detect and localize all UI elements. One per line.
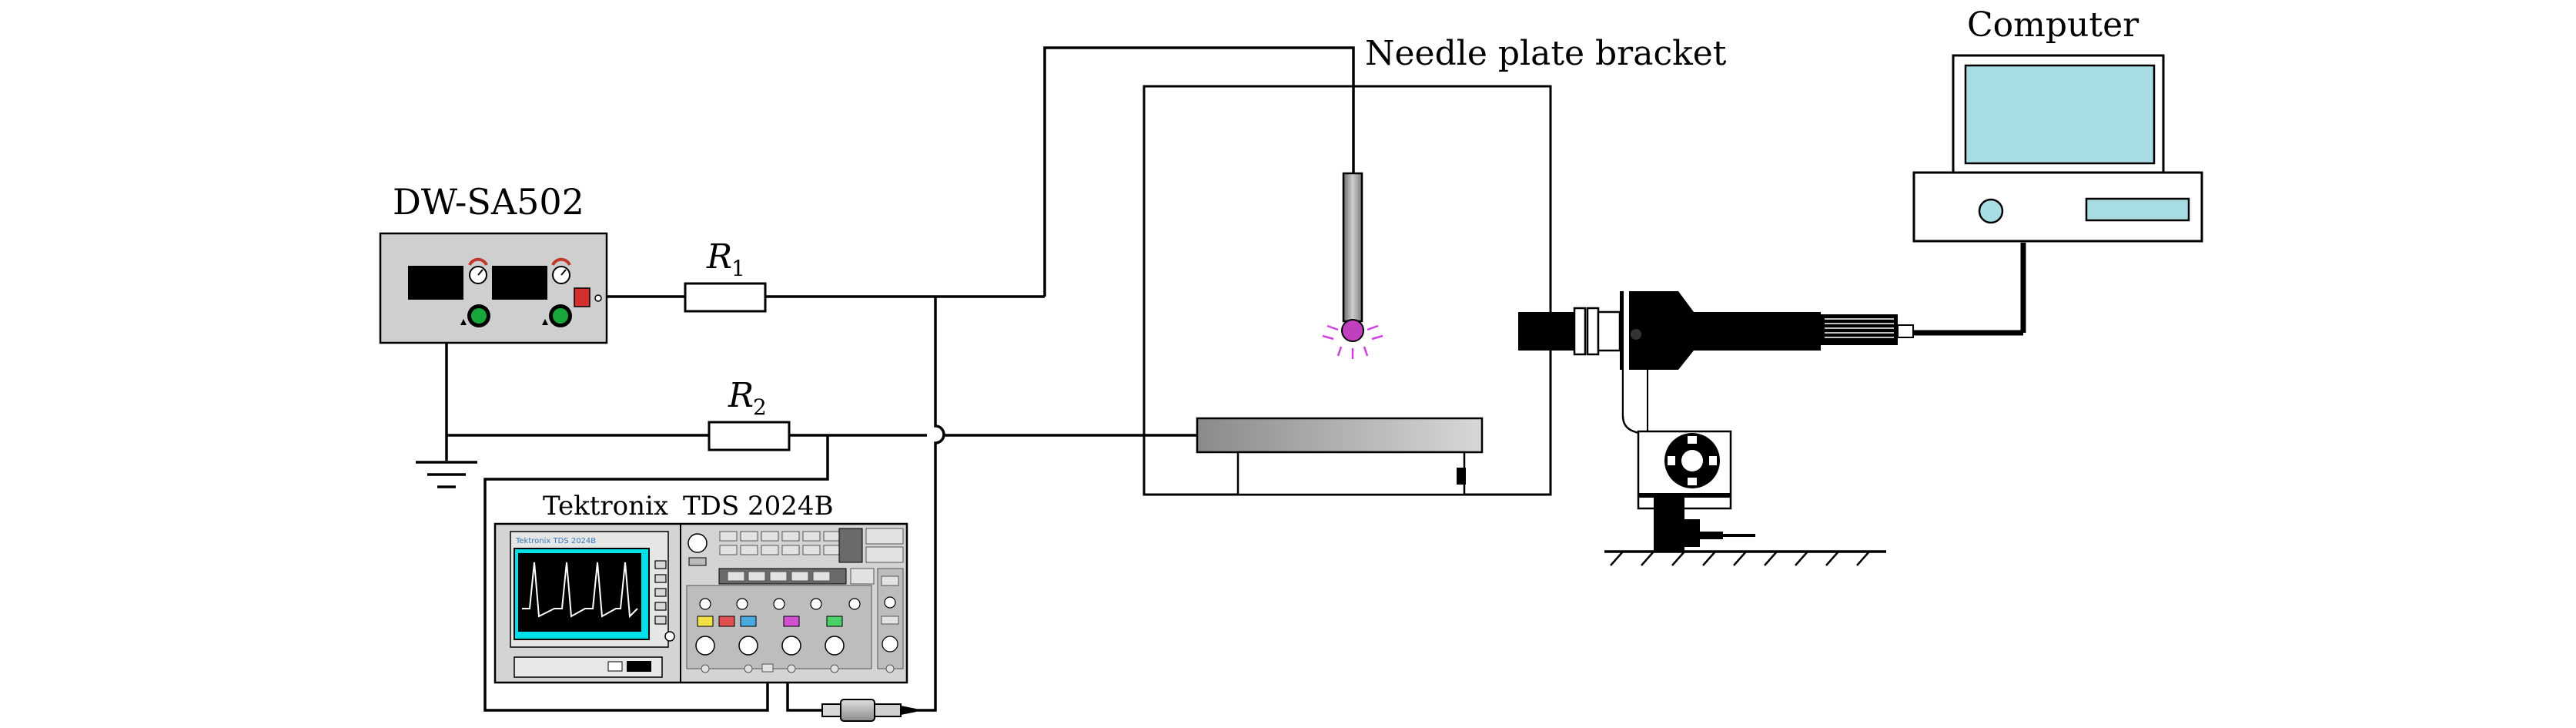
display-left <box>408 266 463 300</box>
led-icon <box>460 304 572 327</box>
resistor-r1: R 1 <box>684 237 767 313</box>
osc-model-label: TDS 2024B <box>683 491 834 522</box>
power-supply: DW-SA502 <box>379 181 608 344</box>
ground-plate <box>1196 417 1484 454</box>
power-button-icon <box>1978 198 2004 224</box>
waveform-trace <box>522 562 638 619</box>
camera-icon <box>1518 291 1914 566</box>
resistor-r2: R 2 <box>708 376 791 451</box>
ground-icon <box>416 438 477 488</box>
knob-icon <box>468 257 571 284</box>
osc-screen-tag: Tektronix TDS 2024B <box>515 537 596 545</box>
probe-icon <box>821 699 916 722</box>
disk-drive <box>2085 197 2190 222</box>
r2-subscript: 2 <box>753 394 767 420</box>
oscilloscope: Tektronix TDS 2024B Tektronix TDS 2024B <box>493 491 908 684</box>
needle-electrode <box>1342 172 1363 323</box>
display-right <box>492 266 547 300</box>
plasma-discharge <box>1341 319 1364 342</box>
osc-brand-label: Tektronix <box>543 491 668 522</box>
power-switch-icon <box>574 287 590 307</box>
control-panel <box>686 528 904 673</box>
computer: Computer <box>1912 5 2203 243</box>
computer-label: Computer <box>1967 5 2139 45</box>
needle-label: Needle plate bracket <box>1365 34 1727 73</box>
r1-subscript: 1 <box>731 256 745 281</box>
screen-side-buttons <box>654 560 667 625</box>
power-supply-label: DW-SA502 <box>393 181 584 223</box>
reactor-chamber: Needle plate bracket <box>1142 34 1727 496</box>
r1-label: R <box>706 237 732 277</box>
r2-label: R <box>728 376 754 415</box>
wires <box>445 46 2026 712</box>
plasma-glow <box>1322 324 1383 359</box>
